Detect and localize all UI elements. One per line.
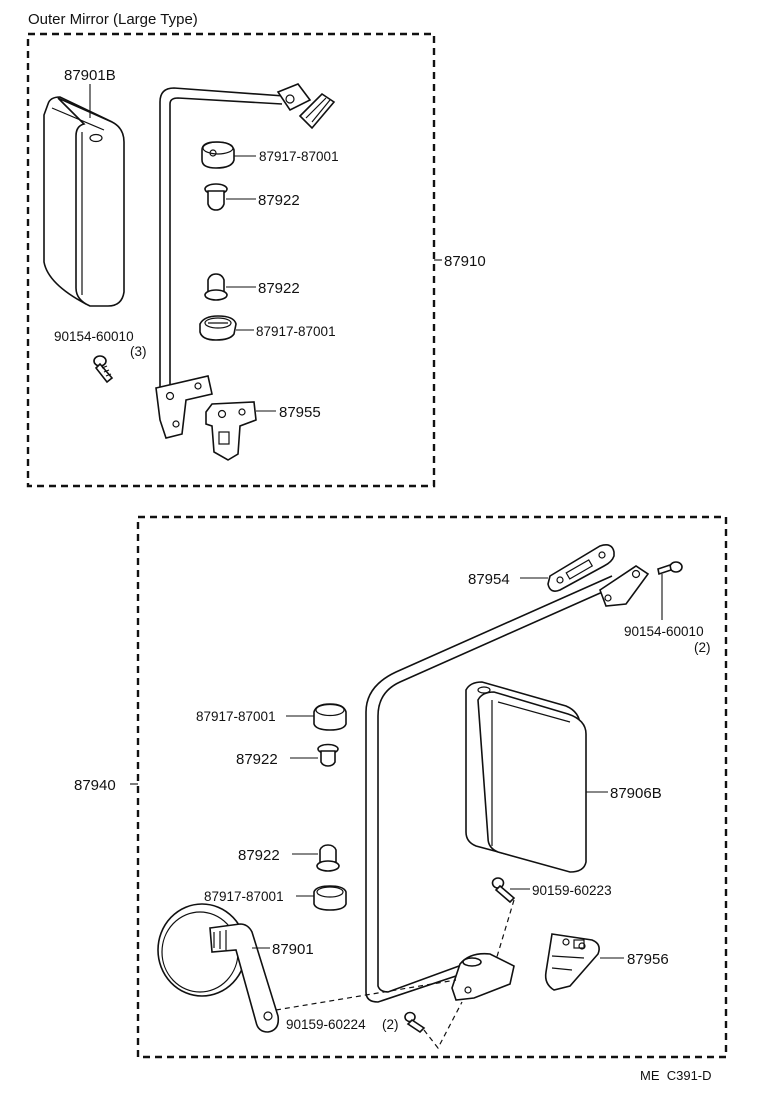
bolt-90159-60223-drawing — [491, 877, 516, 904]
label-stay-plate-87954: 87954 — [468, 571, 510, 588]
label-screw-bottom: 90154-60010 — [624, 624, 704, 639]
label-cap-lower-top: 87917-87001 — [256, 324, 336, 339]
bottom-group-frame — [136, 515, 728, 1059]
label-bolt-90159-60224-qty: (2) — [382, 1017, 399, 1032]
label-screw-bottom-qty: (2) — [694, 640, 711, 655]
dashed-line-bolt-bottom — [423, 1001, 463, 1050]
label-assembly-87940: 87940 — [74, 777, 116, 794]
label-bushing-lower-bottom: 87922 — [238, 847, 280, 864]
label-bushing-lower-top: 87922 — [258, 280, 300, 297]
cap-upper-bottom-drawing — [313, 703, 347, 731]
bracket-87955-drawing — [205, 401, 257, 461]
cap-lower-top-drawing — [199, 315, 237, 341]
bushing-upper-top-drawing — [204, 183, 228, 211]
screw-top-group-drawing — [93, 355, 114, 384]
label-bushing-upper-top: 87922 — [258, 192, 300, 209]
diagram-code: ME C391-D — [640, 1068, 712, 1083]
label-cap-upper-top: 87917-87001 — [259, 149, 339, 164]
label-bolt-90159-60223: 90159-60223 — [532, 883, 612, 898]
stay-rod-bottom-drawing — [365, 565, 650, 1003]
label-mirror-87901b: 87901B — [64, 67, 116, 84]
dashed-line-bolt-to-hinge — [495, 899, 515, 961]
top-group-frame — [26, 32, 436, 488]
label-mirror-87906b: 87906B — [610, 785, 662, 802]
label-cap-upper-bottom: 87917-87001 — [196, 709, 276, 724]
label-bolt-90159-60224: 90159-60224 — [286, 1017, 366, 1032]
cap-lower-bottom-drawing — [313, 885, 347, 911]
bracket-87956-drawing — [544, 933, 600, 991]
label-cap-lower-bottom: 87917-87001 — [204, 889, 284, 904]
bushing-lower-top-drawing — [204, 273, 228, 301]
mirror-87901b-drawing — [43, 96, 125, 307]
mirror-87906b-drawing — [465, 681, 587, 873]
stay-plate-87954-drawing — [547, 544, 615, 592]
stay-rod-top-drawing — [155, 83, 336, 439]
label-screw-top-qty: (3) — [130, 344, 147, 359]
dashed-line-mirror-to-hinge — [275, 979, 457, 1011]
screw-bottom-group-drawing — [657, 561, 683, 576]
label-bracket-87956: 87956 — [627, 951, 669, 968]
label-assembly-87910: 87910 — [444, 253, 486, 270]
cap-upper-top-drawing — [201, 141, 235, 169]
diagram-title: Outer Mirror (Large Type) — [28, 11, 198, 28]
label-bushing-upper-bottom: 87922 — [236, 751, 278, 768]
label-bracket-87955: 87955 — [279, 404, 321, 421]
label-round-mirror-87901: 87901 — [272, 941, 314, 958]
bushing-upper-bottom-drawing — [317, 743, 339, 767]
round-mirror-87901-drawing — [157, 903, 280, 1033]
label-screw-top: 90154-60010 — [54, 329, 134, 344]
bolt-90159-60224-drawing — [404, 1011, 426, 1034]
bushing-lower-bottom-drawing — [316, 844, 340, 872]
